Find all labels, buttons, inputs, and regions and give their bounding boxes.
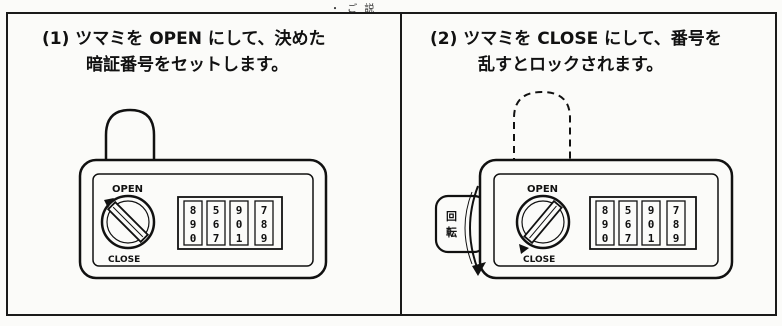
step1-dial-3-top: 9: [236, 204, 243, 217]
step2-open-label: OPEN: [527, 184, 558, 195]
step1-dial-4-bot: 9: [261, 232, 268, 245]
step2-side-tab: [434, 194, 488, 254]
step1-dial-3-bot: 1: [236, 232, 243, 245]
step1-dial-3-mid: 0: [236, 218, 243, 231]
rotate-arrow-icon: [469, 185, 479, 271]
step2-dial-4: 7 8 9: [666, 200, 686, 246]
step2-dial-1: 8 9 0: [595, 200, 615, 246]
step1-dial-1-bot: 0: [190, 232, 197, 245]
step1-dial-2-top: 5: [213, 204, 220, 217]
step2-dial-3-mid: 0: [648, 218, 655, 231]
step2-dial-4-bot: 9: [673, 232, 680, 245]
step2-line1: (2) ツマミを CLOSE にして、番号を: [430, 29, 722, 49]
step1-open-label: OPEN: [112, 184, 143, 195]
step2-rotate-label: 回 転: [446, 209, 461, 239]
step1-dial-2-mid: 6: [213, 218, 220, 231]
step1-dial-4-mid: 8: [261, 218, 268, 231]
step2-shackle-dashed: [513, 90, 571, 165]
step2-dial-2-top: 5: [625, 204, 632, 217]
step2-dial-3: 9 0 1: [641, 200, 661, 246]
step1-dial-1: 8 9 0: [183, 200, 203, 246]
step1-dial-1-top: 8: [190, 204, 197, 217]
step2-caption: (2) ツマミを CLOSE にして、番号を 乱すとロックされます。: [430, 26, 722, 78]
step2-dial-1-top: 8: [602, 204, 609, 217]
step2-dial-1-mid: 9: [602, 218, 609, 231]
step2-dial-4-top: 7: [673, 204, 680, 217]
panel-divider: [400, 12, 402, 316]
step2-close-label: CLOSE: [523, 255, 555, 265]
step2-dial-2: 5 6 7: [618, 200, 638, 246]
step2-dial-4-mid: 8: [673, 218, 680, 231]
step2-lock-illustration: 回 転 OPEN CLOSE 8 9: [434, 90, 734, 280]
step2-dial-2-mid: 6: [625, 218, 632, 231]
step1-dial-4-top: 7: [261, 204, 268, 217]
step2-indicator-arrow: [519, 244, 529, 254]
step1-close-label: CLOSE: [108, 255, 140, 265]
step1-caption: (1) ツマミを OPEN にして、決めた 暗証番号をセットします。: [42, 26, 326, 78]
header-fragment: ・ ご 説: [330, 4, 377, 15]
step1-shackle: [104, 108, 156, 165]
instruction-frame: [6, 12, 777, 316]
step2-line2: 乱すとロックされます。: [478, 55, 664, 75]
step1-lock-illustration: OPEN CLOSE 8 9 0 5 6 7 9 0 1: [78, 108, 328, 280]
step2-dial-3-top: 9: [648, 204, 655, 217]
step1-dial-4: 7 8 9: [254, 200, 274, 246]
step2-dial-1-bot: 0: [602, 232, 609, 245]
step1-line1: (1) ツマミを OPEN にして、決めた: [42, 29, 326, 49]
step1-indicator-arrow: [104, 198, 114, 208]
step1-dial-2: 5 6 7: [206, 200, 226, 246]
step1-dial-3: 9 0 1: [229, 200, 249, 246]
step1-dial-1-mid: 9: [190, 218, 197, 231]
step2-dial-3-bot: 1: [648, 232, 655, 245]
step1-dial-2-bot: 7: [213, 232, 220, 245]
step1-line2: 暗証番号をセットします。: [86, 55, 289, 75]
step2-dial-2-bot: 7: [625, 232, 632, 245]
